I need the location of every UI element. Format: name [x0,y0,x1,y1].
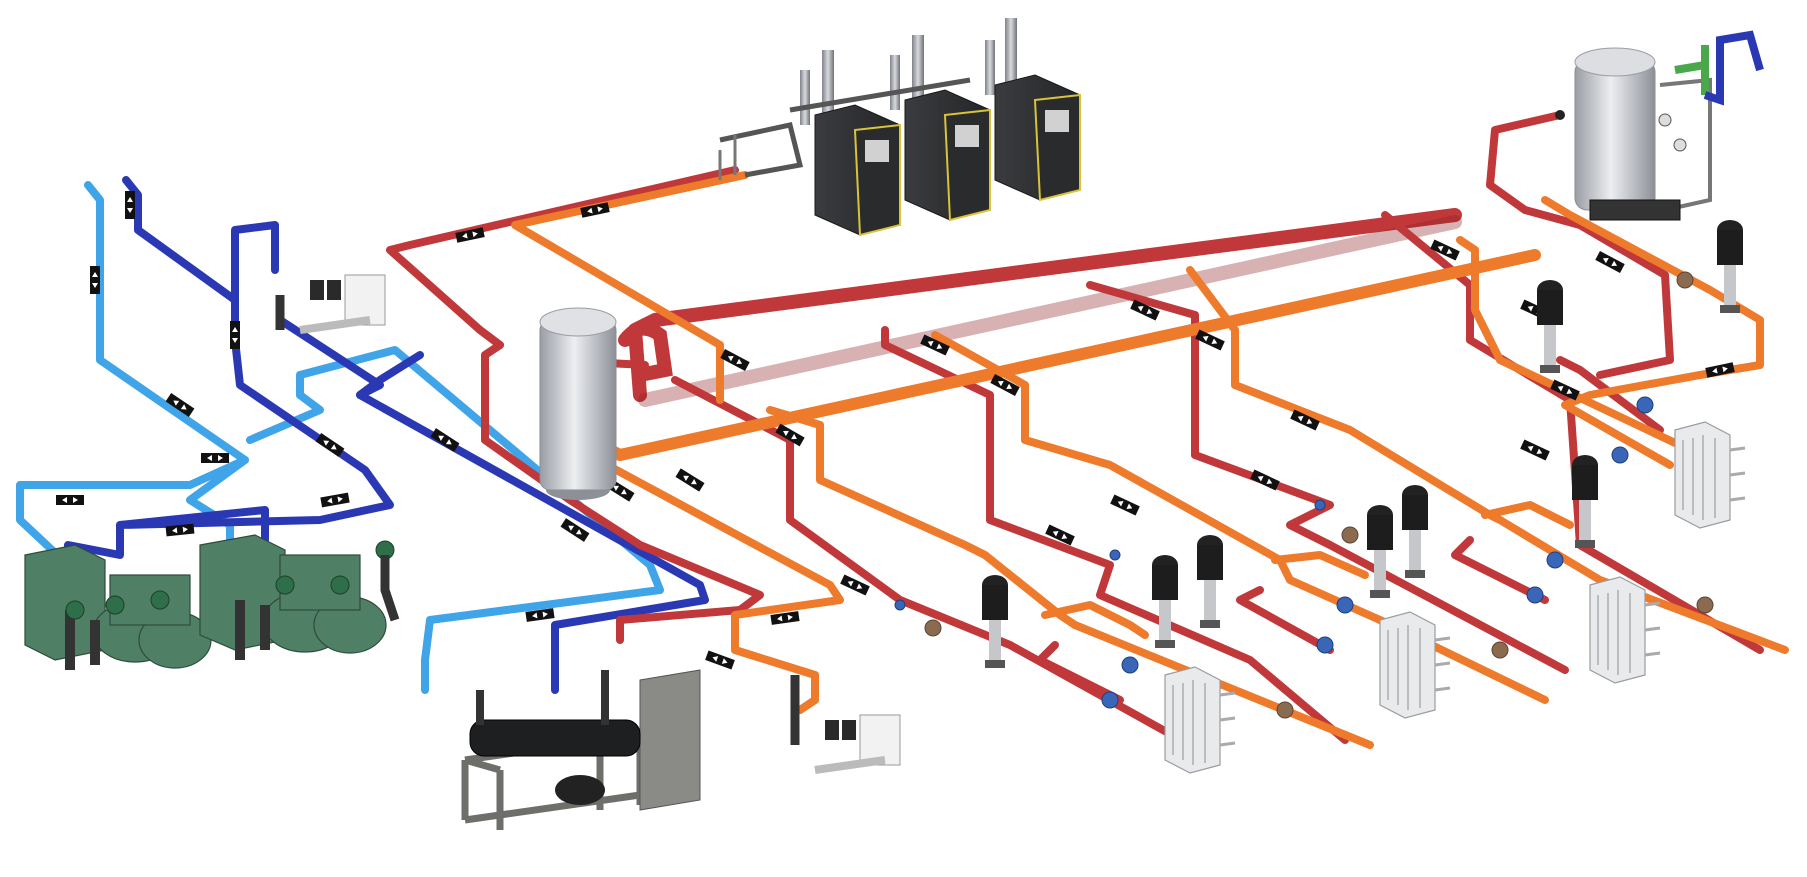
valve-icon [1121,656,1139,674]
pump-icon [1537,280,1563,373]
flue-stack [1005,18,1017,88]
vessel-icon [1574,59,1656,211]
valve-icon [1316,636,1334,654]
valve-icon [1109,549,1121,561]
heat-exchanger-icon [1674,421,1746,529]
valves [894,271,1714,719]
strainer-icon [924,619,942,637]
pump-icon [1717,220,1743,313]
strainer-icon [1696,596,1714,614]
boiler-icon [994,74,1081,202]
booster-pump-set [790,675,901,774]
boiler-icon [904,89,991,222]
pump-icon [1197,535,1223,628]
chiller-icon [199,534,400,660]
pump-icon [1572,455,1598,548]
buffer-tank [539,307,673,500]
heat-exchanger-icon [1379,611,1451,719]
chiller-icon [24,544,212,670]
pump-icon [1367,505,1393,598]
boiler-icon [814,104,901,237]
valve-icon [1611,446,1629,464]
strainer-icon [1491,641,1509,659]
boiler-bank [718,18,1081,237]
valve-icon [894,599,906,611]
heat-exchanger-icon [1589,576,1661,684]
inline-pumps [982,220,1743,668]
valve-icon [1546,551,1564,569]
pump-set-icon [344,274,386,326]
flow-tags [56,191,1735,670]
valve-icon [1526,586,1544,604]
strainer-icon [1676,271,1694,289]
water-chillers [24,534,400,670]
tank-icon [539,319,617,491]
strainer-icon [1276,701,1294,719]
flue-stack [822,50,834,120]
pump-set-icon [859,714,901,766]
skid-icon [469,719,641,757]
pump-icon [982,575,1008,668]
heat-exchanger-icon [1164,666,1236,774]
pump-icon [1402,485,1428,578]
flue-stack [912,35,924,105]
valve-icon [1636,396,1654,414]
pump-icon [1152,555,1178,648]
dry-cooler-skid [461,669,701,830]
valve-icon [1336,596,1354,614]
valve-icon [1314,499,1326,511]
valve-icon [1101,691,1119,709]
booster-pump-set [275,274,386,334]
plate-heat-exchangers [1164,421,1746,774]
strainer-icon [1341,526,1359,544]
expansion-vessel [1555,30,1764,221]
